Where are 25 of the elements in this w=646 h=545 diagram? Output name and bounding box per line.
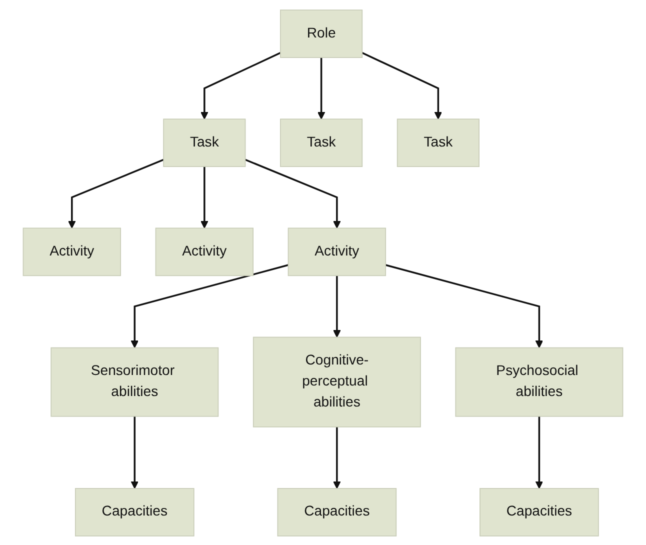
- node-box: Task: [163, 118, 246, 167]
- node-box: Task: [396, 118, 480, 167]
- node-box: Capacities: [277, 488, 397, 536]
- arrow: [535, 416, 544, 488]
- arrow: [130, 416, 139, 488]
- arrow: [244, 158, 341, 228]
- node-box: Activity: [288, 227, 386, 276]
- node-box: Cognitive-perceptual abilities: [252, 336, 421, 427]
- node-box: Capacities: [74, 488, 194, 536]
- arrow: [385, 264, 544, 348]
- node-box: Psychosocial abilities: [455, 346, 624, 416]
- node-box: Role: [280, 9, 363, 58]
- arrow: [317, 57, 326, 119]
- arrow: [333, 426, 341, 488]
- node-box: Activity: [22, 227, 121, 276]
- arrow: [68, 158, 164, 228]
- node-box: Task: [280, 118, 363, 167]
- node-box: Activity: [155, 227, 254, 276]
- arrow: [200, 52, 281, 119]
- arrow: [362, 52, 442, 119]
- arrow: [200, 166, 208, 228]
- node-box: Capacities: [480, 488, 599, 536]
- arrow: [130, 264, 288, 348]
- node-box: Sensorimotor abilities: [50, 346, 219, 416]
- arrow: [333, 275, 341, 338]
